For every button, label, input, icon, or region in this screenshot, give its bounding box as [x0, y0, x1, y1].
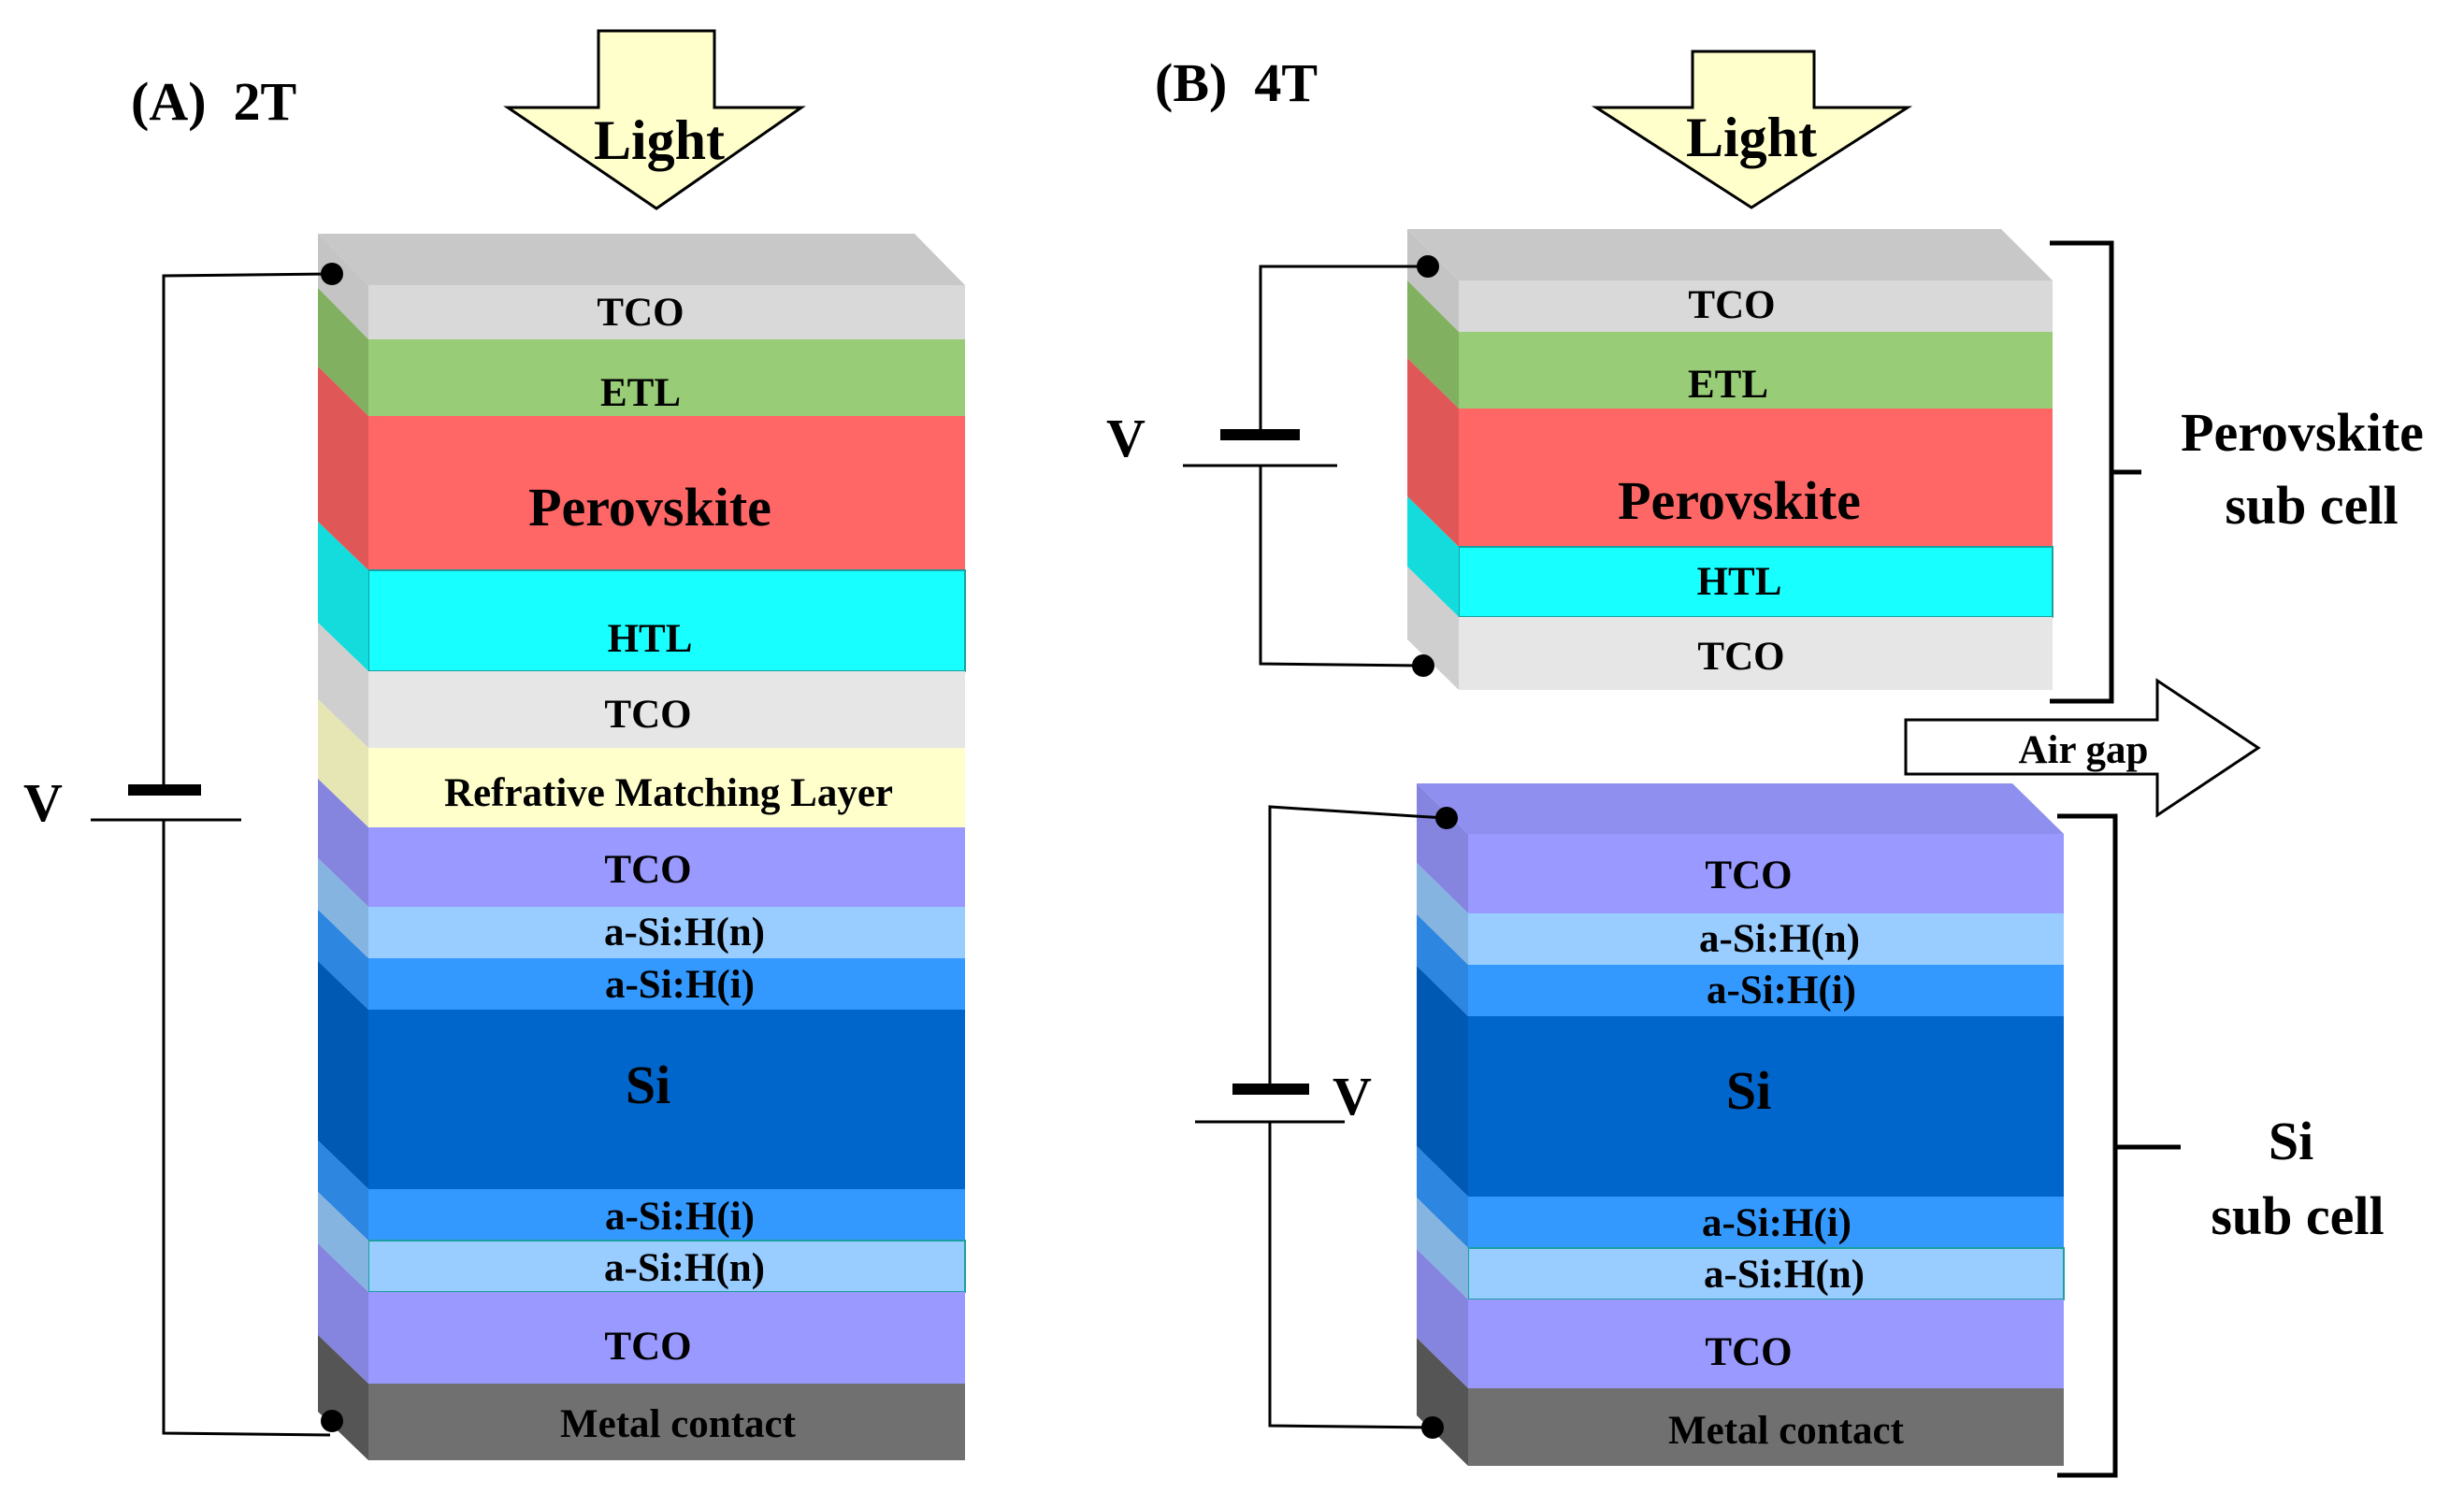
layer-b-bot-8-label: Metal contact: [1668, 1409, 1905, 1453]
layer-b-bot-8: [1468, 1388, 2064, 1466]
layer-a-6-label: Refrative Matching Layer: [444, 771, 893, 815]
layer-b-top-4: [1458, 546, 2053, 618]
layer-a-10-label: Si: [626, 1055, 670, 1115]
circuit-b-top: [1183, 265, 1426, 667]
layer-a-1-label: TCO: [597, 291, 684, 335]
circuit-b-bottom: [1195, 805, 1446, 1429]
terminal-a-bottom: [321, 1410, 343, 1432]
terminal-b-bottom-2: [1421, 1416, 1444, 1439]
layer-b-top-3: [1459, 409, 2053, 547]
layer-b-bot-5-label: a-Si:H(i): [1702, 1201, 1852, 1245]
layer-a-7: [368, 827, 965, 907]
layer-b-bot-6-label: a-Si:H(n): [1704, 1253, 1865, 1297]
stack-a: TCO ETL Perovskite HTL TCO Refrative Mat…: [318, 234, 966, 1460]
light-label-a: Light: [594, 109, 725, 171]
layer-a-12-label: a-Si:H(n): [604, 1246, 765, 1290]
layer-b-top-3-label: Perovskite: [1618, 470, 1861, 531]
layer-b-top-1-label: TCO: [1688, 283, 1775, 327]
stack-a-top-face: [318, 234, 965, 285]
layer-b-bot-2: [1468, 913, 2064, 965]
layer-b-bot-1-label: TCO: [1705, 854, 1792, 897]
layer-a-8-label: a-Si:H(n): [604, 911, 765, 954]
layer-a-4-label: HTL: [608, 617, 693, 661]
layer-a-7-label: TCO: [604, 848, 691, 892]
layer-b-top-4-label: HTL: [1697, 560, 1782, 604]
layer-a-9: [368, 958, 965, 1010]
layer-b-top-5: [1459, 617, 2053, 690]
layer-a-12: [367, 1240, 966, 1293]
air-gap-arrow: Air gap: [1904, 678, 2261, 818]
layer-a-11: [368, 1189, 965, 1241]
voltage-label-b-top: V: [1106, 408, 1146, 468]
terminal-b-top-2: [1412, 654, 1434, 677]
layer-a-14-label: Metal contact: [560, 1402, 797, 1446]
bracket-perovskite: [2050, 240, 2141, 704]
terminal-b-top-1: [1417, 255, 1439, 278]
light-label-b: Light: [1686, 107, 1817, 168]
layer-a-3: [368, 416, 965, 570]
layer-a-11-label: a-Si:H(i): [605, 1195, 755, 1239]
voltage-label-b-bottom: V: [1333, 1066, 1372, 1127]
layer-b-bot-7: [1468, 1299, 2064, 1388]
layer-a-4: [367, 569, 966, 672]
layer-b-top-2: [1459, 332, 2053, 409]
stack-b-bottom-top-face: [1417, 783, 2064, 834]
layer-b-top-2-label: ETL: [1688, 363, 1768, 407]
air-gap-label: Air gap: [2019, 728, 2149, 772]
layer-b-top-1: [1459, 280, 2053, 332]
layer-b-bot-7-label: TCO: [1705, 1330, 1792, 1374]
light-arrow-b: Light: [1591, 50, 1913, 209]
bracket-si: [2057, 813, 2181, 1478]
voltage-label-a: V: [23, 772, 63, 833]
bracket-si-label-1: Si: [2269, 1111, 2313, 1171]
layer-a-10: [368, 1010, 965, 1189]
light-arrow-a: Light: [503, 29, 806, 210]
layer-a-3-label: Perovskite: [528, 477, 771, 538]
layer-a-13: [368, 1292, 965, 1384]
layer-a-6: [368, 748, 965, 827]
panel-a-title: (A) 2T: [131, 71, 296, 132]
layer-a-5: [368, 671, 965, 748]
bracket-perovskite-label-2: sub cell: [2225, 475, 2398, 536]
layer-b-bot-3: [1468, 965, 2064, 1016]
layer-a-1: [368, 285, 965, 339]
layer-a-9-label: a-Si:H(i): [605, 963, 755, 1007]
layer-a-14: [368, 1384, 965, 1460]
layer-b-bot-1: [1468, 834, 2064, 913]
layer-b-bot-2-label: a-Si:H(n): [1699, 917, 1860, 961]
panel-b-title: (B) 4T: [1155, 52, 1318, 113]
layer-b-bot-4: [1468, 1016, 2064, 1197]
layer-a-8: [368, 907, 965, 958]
layer-b-bot-4-label: Si: [1726, 1060, 1771, 1121]
terminal-a-top: [321, 263, 343, 285]
layer-a-13-label: TCO: [604, 1325, 691, 1369]
stack-b-top-face: [1407, 229, 2053, 280]
stack-b-top: TCO ETL Perovskite HTL TCO: [1407, 229, 2053, 690]
layer-b-bot-3-label: a-Si:H(i): [1707, 969, 1856, 1012]
terminal-b-bottom-1: [1435, 807, 1458, 829]
layer-a-5-label: TCO: [604, 693, 691, 737]
bracket-perovskite-label-1: Perovskite: [2181, 402, 2424, 463]
layer-b-top-5-label: TCO: [1697, 635, 1784, 679]
layer-b-bot-5: [1468, 1197, 2064, 1248]
stack-b-bottom: TCO a-Si:H(n) a-Si:H(i) Si a-Si:H(i) a-S…: [1417, 783, 2065, 1466]
layer-a-2: [368, 339, 965, 416]
bracket-si-label-2: sub cell: [2211, 1185, 2384, 1246]
layer-a-2-label: ETL: [600, 371, 681, 415]
circuit-a: [91, 272, 331, 1437]
